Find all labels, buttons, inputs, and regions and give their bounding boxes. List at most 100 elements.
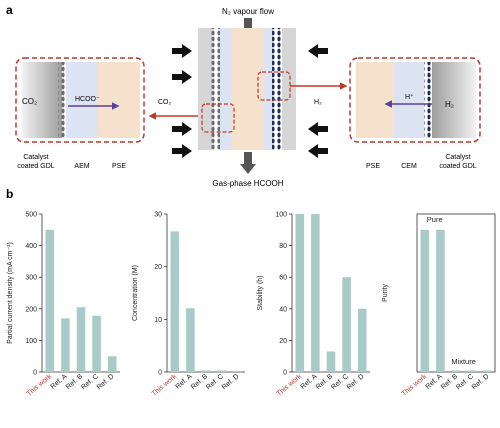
y-tick-label: 0 [158,370,162,377]
left-inset: CO₂ HCOO⁻ Catalyst coated GDL AEM PSE [15,57,145,170]
left-inflow-arrow [172,44,192,58]
left-pse-layer [98,62,140,138]
bar [92,315,101,372]
bar [61,318,70,372]
right-cem-layer [394,62,424,138]
bottom-flow-label: Gas-phase HCOOH [212,179,283,188]
y-tick-label: 0 [283,370,287,377]
left-label-aem: AEM [74,163,89,170]
annotation-pure: Pure [427,215,443,224]
bar [436,229,445,372]
center-right-gas-label: H₂ [314,99,322,106]
left-aem-layer [66,62,98,138]
y-tick-label: 20 [279,338,287,345]
right-label-cem: CEM [401,163,417,170]
center-aem [220,28,232,150]
x-tick-label: Ref. D [221,373,241,391]
bar [201,370,211,372]
bar [326,351,336,372]
center-right-zoom-box [257,71,291,101]
bar [311,214,320,372]
bar [467,370,476,372]
y-tick-label: 300 [25,275,37,282]
center-right-gdl [282,28,296,150]
bar [76,307,86,372]
panel-a-label: a [6,3,13,17]
right-inset-frame [349,57,481,143]
x-tick-label: Ref. D [346,373,366,391]
top-flow-label: N₂ vapour flow [222,7,274,16]
center-left-gas-label: CO₂ [158,99,172,106]
bar [357,308,367,372]
center-pse [232,28,264,150]
y-tick-label: 0 [33,370,37,377]
left-gdl-layer [22,62,62,138]
right-inset: H⁺ H₂ PSE CEM Catalyst coated GDL [349,57,481,170]
left-inflow-arrow [172,70,192,84]
y-tick-label: 60 [279,275,287,282]
right-label-pse: PSE [366,163,380,170]
left-inflow-arrows [172,44,192,158]
x-tick-label: Ref. D [96,373,116,391]
y-tick-label: 100 [25,338,37,345]
annotation-mixture: Mixture [451,357,476,366]
right-gas-label: H₂ [445,100,454,109]
bar [295,214,305,372]
bar [45,229,55,372]
left-inflow-arrow [172,144,192,158]
y-axis-label: Partial current density (mA cm⁻²) [7,242,14,344]
right-inflow-arrow [308,122,328,136]
y-tick-label: 40 [279,306,287,313]
left-inflow-arrow [172,122,192,136]
bar [217,370,226,372]
right-label-gdl-1: Catalyst [445,154,470,161]
panel-b-label: b [6,187,13,200]
y-axis-label: Concentration (M) [132,265,139,321]
center-left-catalyst [210,28,220,150]
bar [186,308,195,372]
right-gdl-layer [432,62,476,138]
center-left-gdl [198,28,212,150]
left-label-gdl-1: Catalyst [23,154,48,161]
y-tick-label: 200 [25,306,37,313]
y-axis-label: Purity [382,284,389,302]
bar [451,370,461,372]
y-axis-label: Stability (h) [257,275,264,310]
left-label-gdl-2: coated GDL [17,163,54,170]
center-right-catalyst [272,28,282,150]
x-tick-label: Ref. D [471,373,491,391]
left-gas-label: CO₂ [22,97,37,106]
y-tick-label: 10 [154,317,162,324]
proton-ion-label: H⁺ [405,93,414,101]
center-left-zoom-box [201,103,235,133]
left-inset-frame [15,57,145,143]
left-catalyst-layer [58,62,66,138]
bar [232,370,242,372]
formate-ion-label: HCOO⁻ [75,96,100,103]
bar [420,229,430,372]
right-pse-layer [356,62,394,138]
y-tick-label: 400 [25,243,37,250]
y-tick-label: 20 [154,264,162,271]
y-tick-label: 500 [25,212,37,219]
center-cem [264,28,272,150]
center-cell: N₂ vapour flow Gas-phase HCOOH [198,7,296,188]
right-inflow-arrows [308,44,328,158]
y-tick-label: 30 [154,212,162,219]
right-inflow-arrow [308,44,328,58]
y-tick-label: 100 [275,212,287,219]
bar [107,356,117,372]
left-label-pse: PSE [112,163,126,170]
schematic-panel-a: a CO₂ HCOO⁻ Catalyst coated GDL AEM PSE … [6,3,481,200]
bar [342,277,351,372]
right-catalyst-layer [424,62,432,138]
right-inflow-arrow [308,144,328,158]
y-tick-label: 80 [279,243,287,250]
bar [482,370,492,372]
right-label-gdl-2: coated GDL [439,163,476,170]
bar [170,231,180,372]
